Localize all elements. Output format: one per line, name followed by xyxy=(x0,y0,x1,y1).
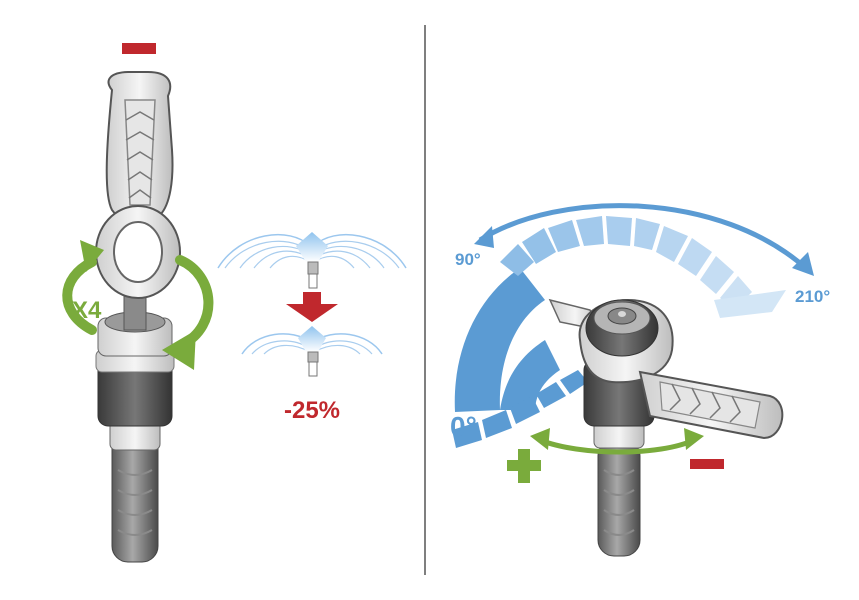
adjustment-tool-right xyxy=(548,298,784,440)
angle-start-label: 0° xyxy=(450,411,477,442)
right-panel: 90° 210° 0° xyxy=(450,203,830,557)
arc-inner-band xyxy=(500,340,560,410)
arc-segments-bottom xyxy=(452,370,588,448)
plus-sign-icon xyxy=(507,449,541,483)
reduction-label: -25% xyxy=(284,397,340,424)
arc-range-arrow xyxy=(478,203,810,272)
arc-arrow-head-right-icon xyxy=(792,252,814,276)
arc-segments-top xyxy=(500,216,786,318)
rotation-arrow-head-icon xyxy=(162,330,196,370)
reduction-arrow xyxy=(286,292,338,322)
sprinkler-body xyxy=(95,289,175,563)
rotation-arrow-head-icon xyxy=(80,240,104,272)
spray-pattern-full xyxy=(217,232,407,289)
angle-end-label: 210° xyxy=(795,287,830,306)
minus-sign-icon xyxy=(122,43,156,54)
spray-pattern-reduced xyxy=(241,326,383,377)
adjust-arrow-head-left-icon xyxy=(530,428,550,450)
left-panel: X4 -25% xyxy=(62,43,407,563)
adjust-arrow-head-right-icon xyxy=(684,428,704,450)
down-arrow-icon xyxy=(286,304,338,322)
angle-mid-label: 90° xyxy=(455,250,481,269)
turns-label: X4 xyxy=(72,297,102,324)
adjustment-tool xyxy=(95,71,181,299)
adjust-arrow xyxy=(539,437,696,455)
arc-arrow-head-left-icon xyxy=(474,226,494,248)
arc-solid-band xyxy=(454,268,545,412)
minus-sign-right-icon xyxy=(690,459,724,469)
